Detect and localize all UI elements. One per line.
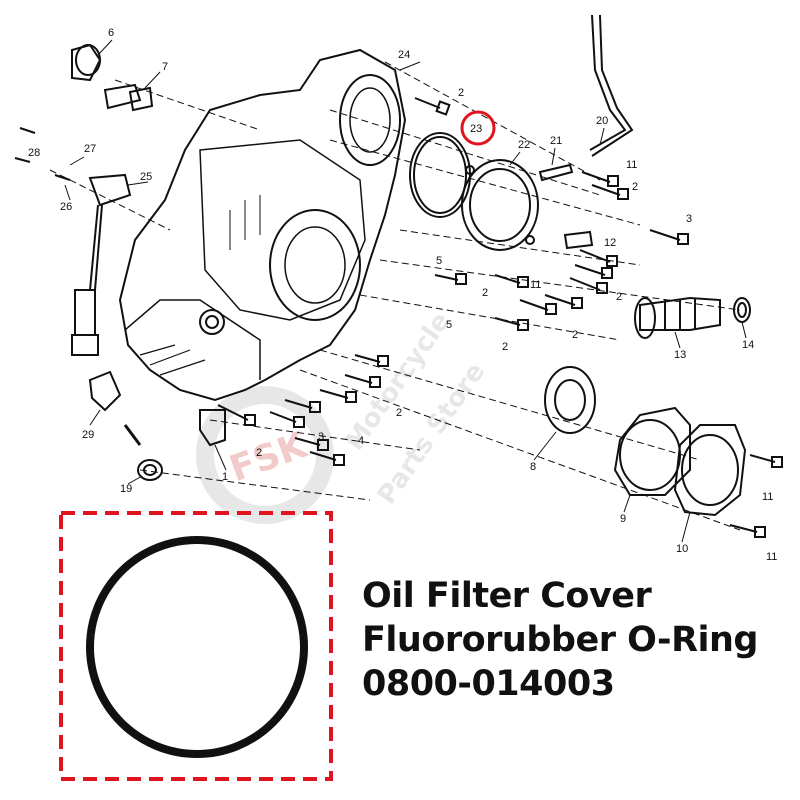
- callout-11: 11: [626, 159, 637, 171]
- callout-5: 5: [446, 319, 452, 331]
- callout-6: 6: [108, 27, 114, 39]
- part-boot: [634, 296, 721, 339]
- callout-23: 23: [470, 123, 482, 135]
- callout-3: 3: [686, 213, 692, 225]
- product-part-number: 0800-014003: [362, 664, 615, 704]
- callout-24: 24: [398, 49, 410, 61]
- part-bracket: [199, 409, 226, 447]
- callout-11: 11: [766, 551, 777, 563]
- callout-9: 9: [620, 513, 626, 525]
- callout-2: 2: [482, 287, 488, 299]
- callout-29: 29: [82, 429, 94, 441]
- callout-2: 2: [616, 291, 622, 303]
- svg-text:FSK: FSK: [224, 424, 313, 490]
- part-hose: [589, 14, 634, 157]
- product-image-frame: [59, 511, 333, 781]
- callout-4: 4: [358, 435, 364, 447]
- part-washer: [137, 459, 163, 481]
- callout-11: 11: [530, 279, 541, 291]
- highlight-circle-23: [460, 110, 496, 146]
- callout-21: 21: [550, 135, 562, 147]
- callout-7: 7: [162, 61, 168, 73]
- part-clamp: [733, 297, 751, 323]
- callout-28: 28: [28, 147, 40, 159]
- product-caption: Oil Filter Cover Fluororubber O-Ring 080…: [362, 574, 759, 706]
- oring-product-image: [86, 536, 308, 758]
- product-name-line1: Oil Filter Cover: [362, 576, 652, 616]
- callout-2: 2: [396, 407, 402, 419]
- callout-1: 1: [222, 471, 228, 483]
- part-plate: [563, 230, 594, 250]
- callout-22: 22: [518, 139, 530, 151]
- part-pin: [538, 163, 574, 182]
- callout-20: 20: [596, 115, 608, 127]
- callout-13: 13: [674, 349, 686, 361]
- part-gasket: [613, 406, 691, 496]
- engine-case-cover: [118, 48, 407, 402]
- callout-8: 8: [530, 461, 536, 473]
- callout-5: 5: [436, 255, 442, 267]
- part-cap: [88, 370, 142, 446]
- watermark-logo: FSK Motorcycle Parts Store: [196, 307, 491, 524]
- callout-11: 11: [762, 491, 773, 503]
- callout-3: 3: [318, 431, 324, 443]
- part-filter-cover-22: [461, 159, 539, 251]
- bolts: [14, 97, 783, 538]
- part-seal: [544, 366, 596, 434]
- callout-25: 25: [140, 171, 152, 183]
- part-bushing: [71, 43, 102, 82]
- part-drain-bolt: [103, 83, 154, 112]
- callout-26: 26: [60, 201, 72, 213]
- callout-19: 19: [120, 483, 132, 495]
- part-oring-23: [409, 132, 471, 218]
- part-sensor: [71, 173, 132, 356]
- callout-2: 2: [502, 341, 508, 353]
- callout-2: 2: [632, 181, 638, 193]
- callout-2: 2: [458, 87, 464, 99]
- part-cover-10: [673, 424, 747, 517]
- callout-labels: 1 2 2 2 2 2 2 2 2 3 3 4 5 5 6 7 8 9 10 1…: [28, 27, 777, 563]
- callout-2: 2: [572, 329, 578, 341]
- product-name-line2: Fluororubber O-Ring: [362, 620, 759, 660]
- callout-leaders: [64, 39, 747, 543]
- callout-2: 2: [256, 447, 262, 459]
- callout-14: 14: [742, 339, 754, 351]
- callout-12: 12: [604, 237, 616, 249]
- callout-27: 27: [84, 143, 96, 155]
- callout-10: 10: [676, 543, 688, 555]
